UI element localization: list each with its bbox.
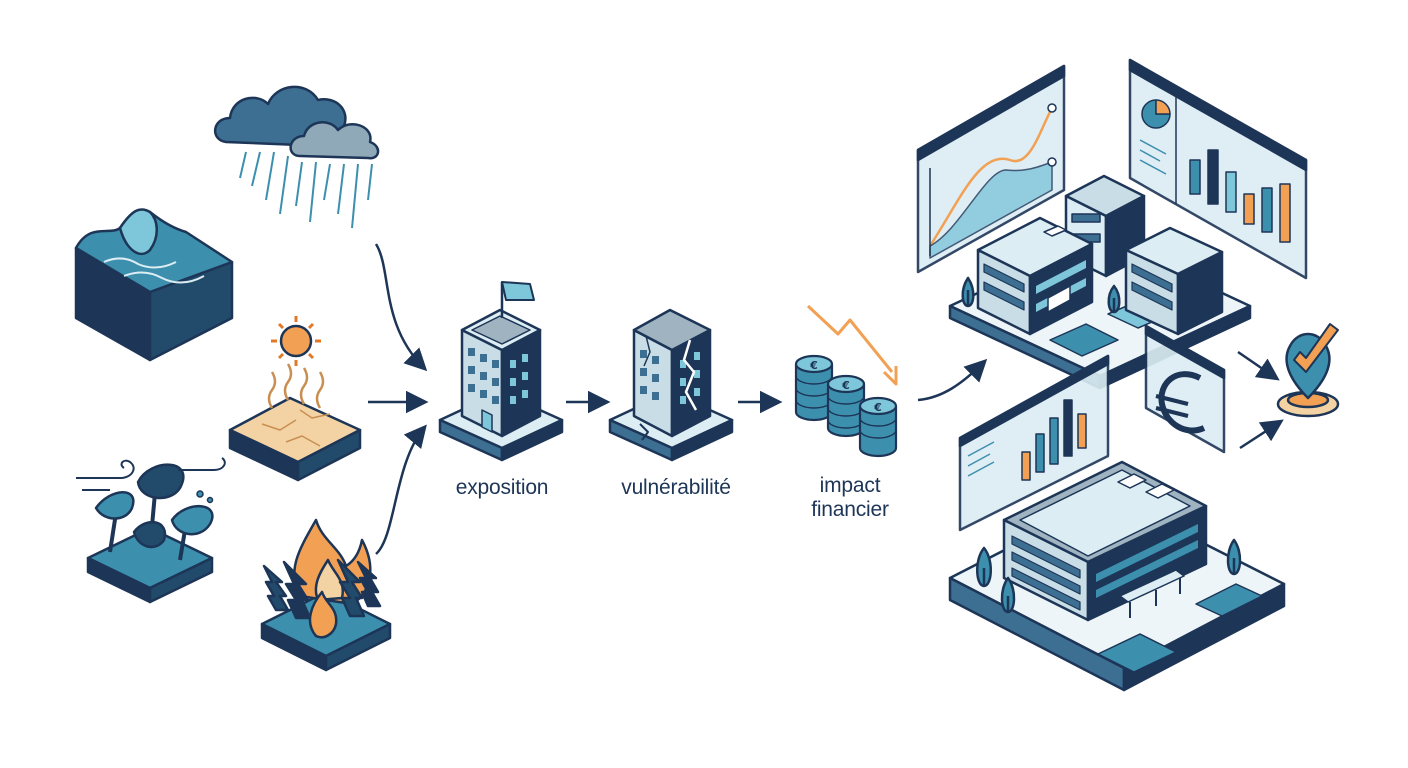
label-exposure: exposition	[432, 476, 572, 500]
svg-text:€: €	[873, 401, 882, 414]
exposed-building-icon	[440, 282, 562, 460]
heavy-rain-icon	[215, 87, 378, 228]
check-pin-icon	[1278, 324, 1338, 416]
label-financial-impact: impact financier	[790, 474, 910, 522]
heatwave-drought-icon	[230, 316, 360, 480]
label-impact-line1: impact	[820, 474, 881, 497]
svg-text:€: €	[809, 359, 818, 372]
flood-icon	[76, 209, 232, 360]
storm-wind-icon	[76, 458, 225, 602]
wildfire-icon	[262, 520, 390, 670]
label-impact-line2: financier	[811, 498, 889, 521]
euro-coins-icon: € € €	[796, 356, 896, 456]
label-vulnerability: vulnérabilité	[596, 476, 756, 500]
svg-text:€: €	[841, 379, 850, 392]
cracked-building-icon	[610, 310, 732, 460]
